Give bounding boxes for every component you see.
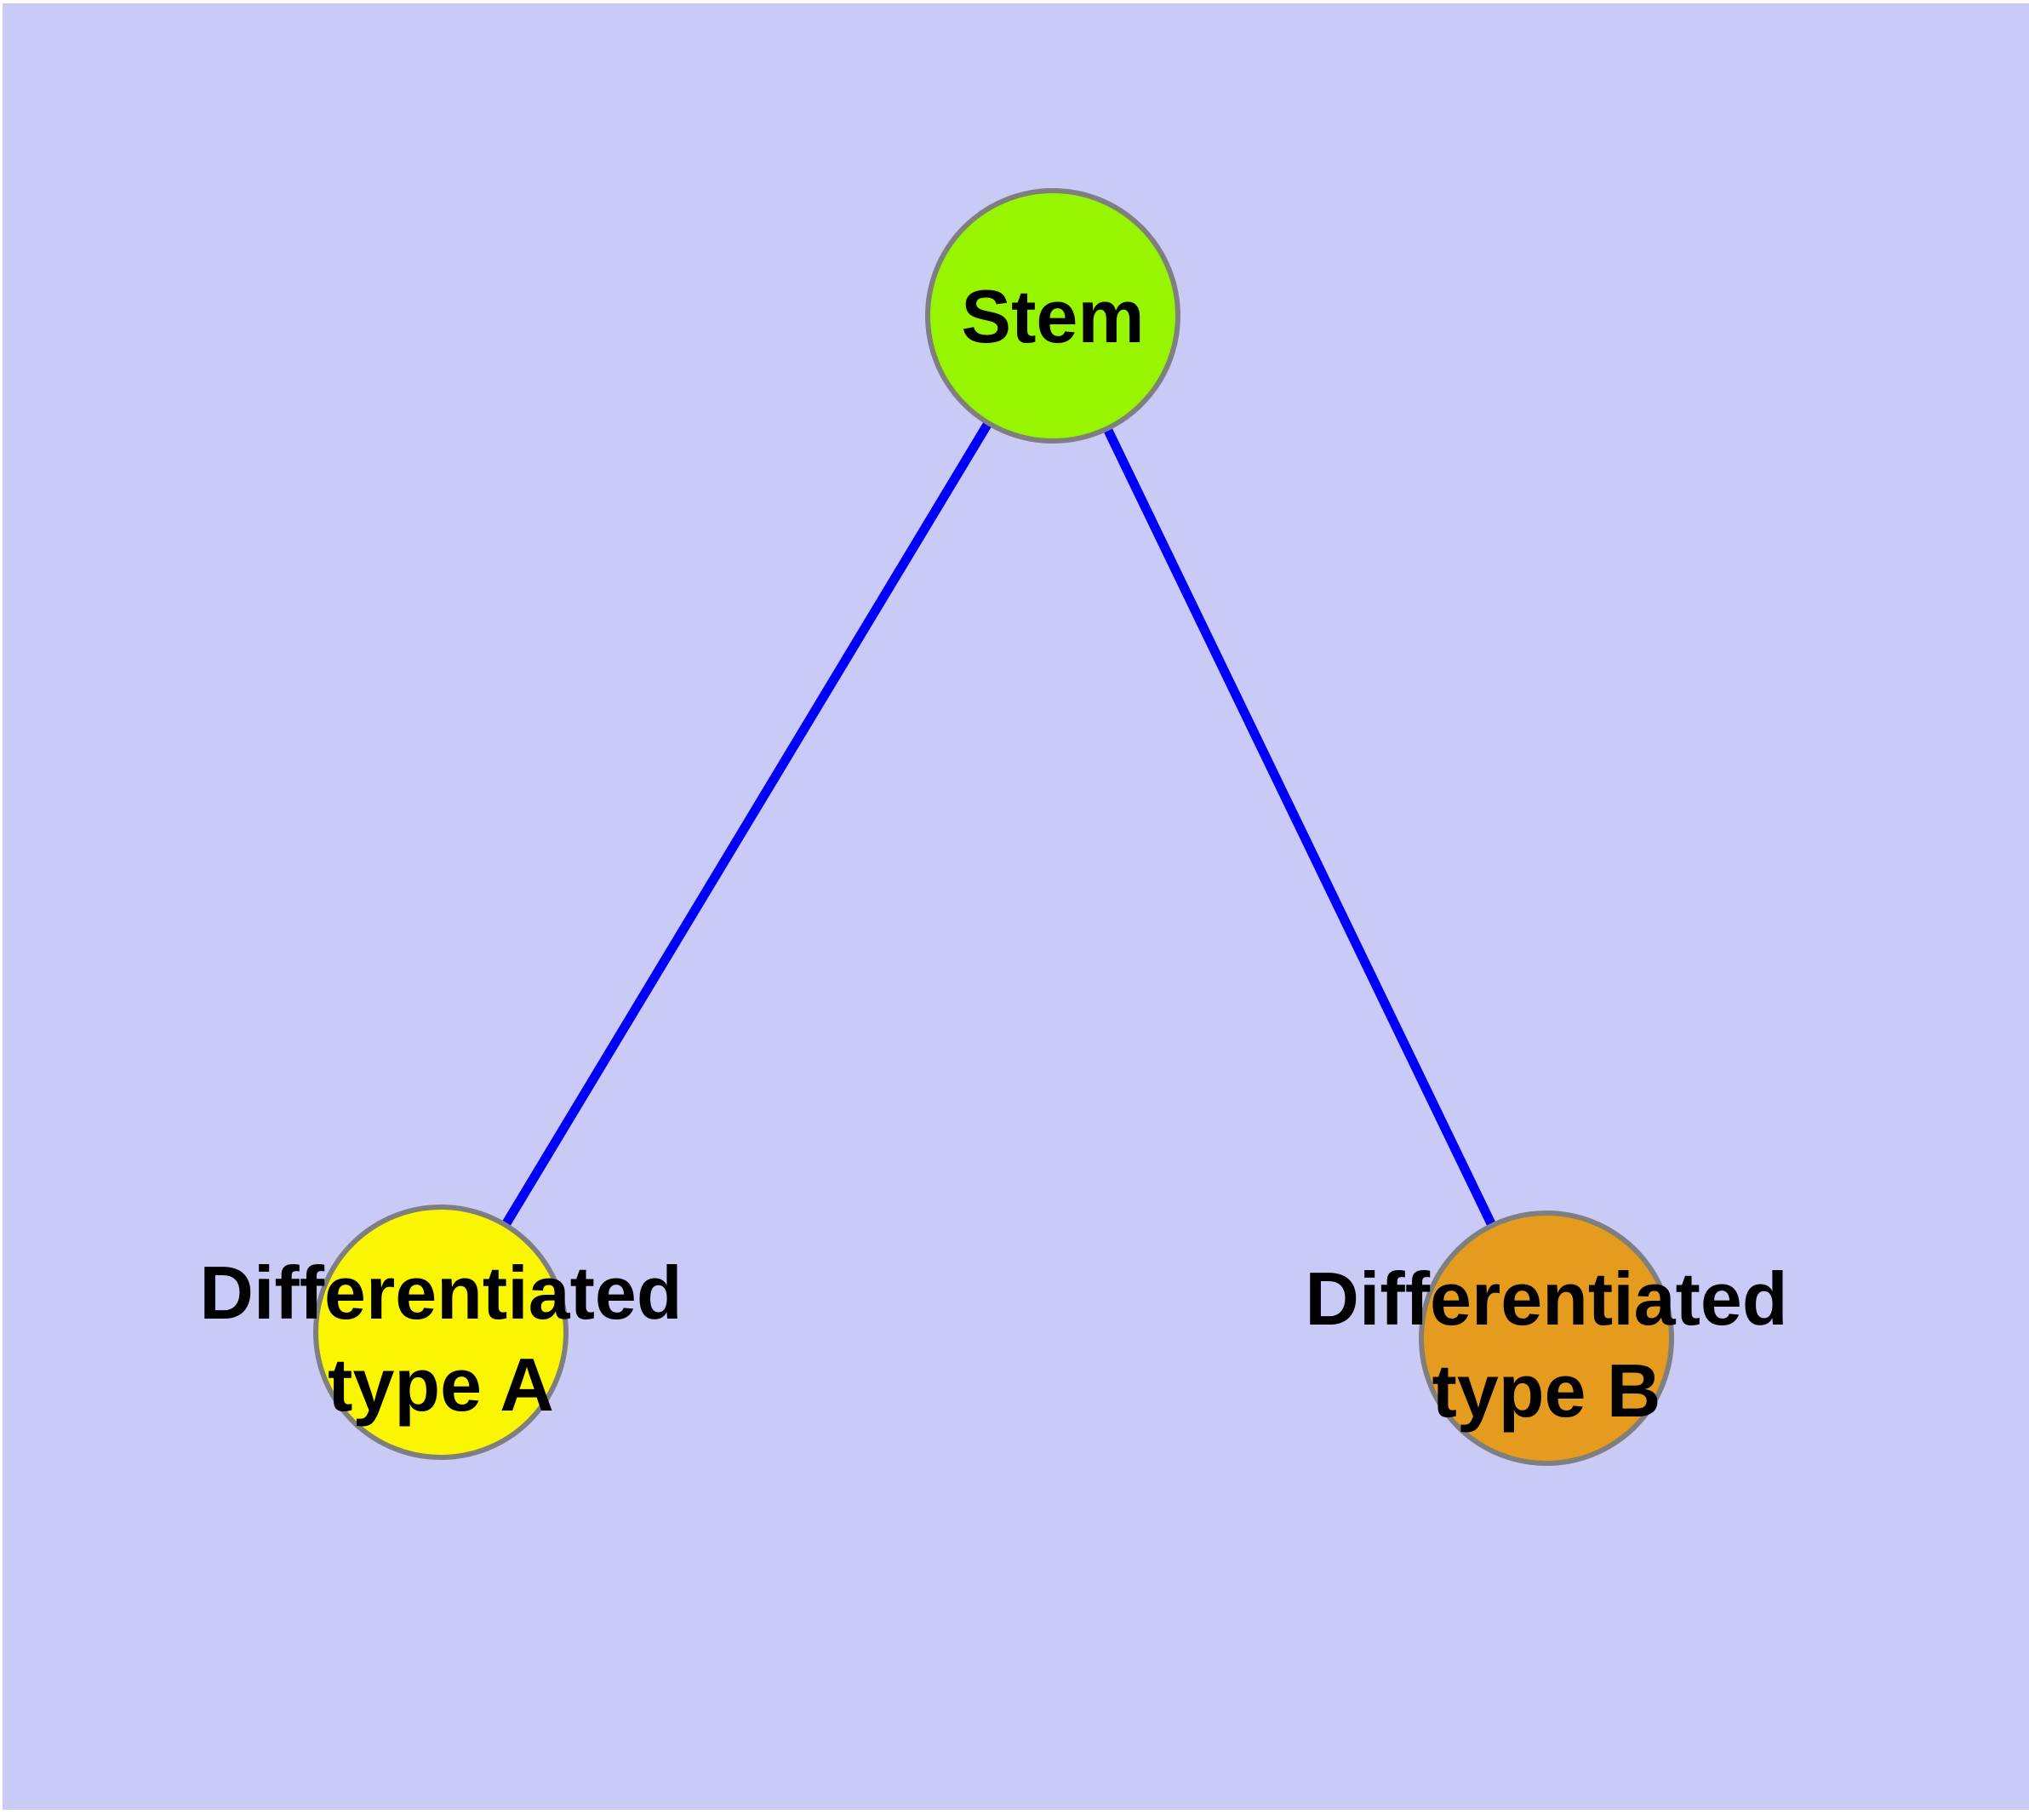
node-type-b[interactable] — [1419, 1210, 1674, 1466]
edge-stem-to-type-a — [437, 313, 1057, 1335]
node-stem[interactable] — [925, 188, 1180, 444]
edge-stem-to-type-b — [1049, 313, 1551, 1341]
graph-canvas: Stem Differentiated type A Differentiate… — [3, 3, 2029, 1810]
node-type-a[interactable] — [313, 1205, 569, 1460]
